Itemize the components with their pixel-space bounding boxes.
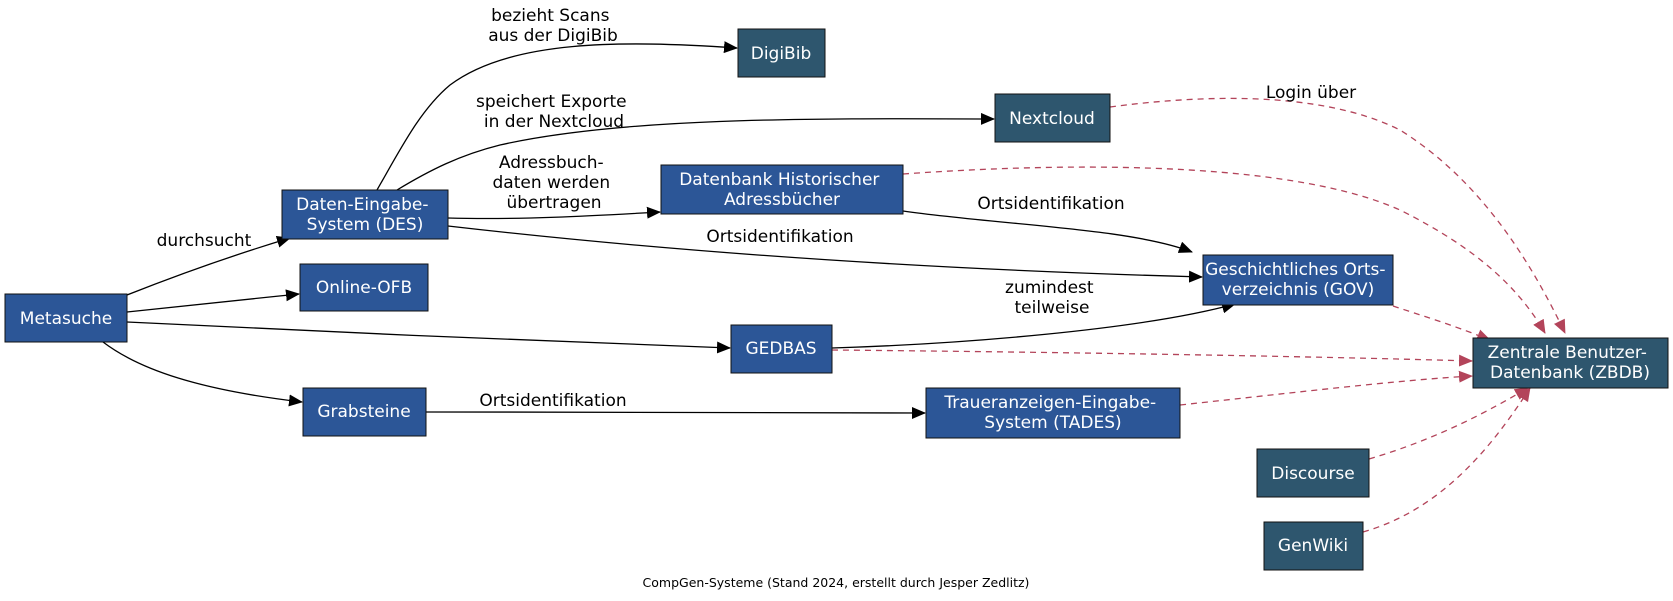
node-grabsteine-label: Grabsteine (317, 402, 410, 422)
edge-label-login: Login über (1266, 83, 1356, 103)
node-metasuche-label: Metasuche (20, 309, 112, 329)
diagram-caption: CompGen-Systeme (Stand 2024, erstellt du… (643, 575, 1030, 590)
node-gedbas[interactable]: GEDBAS (730, 324, 833, 374)
edge-label-digibib-scans: bezieht Scans aus der DigiBib (488, 6, 618, 46)
node-metasuche[interactable]: Metasuche (4, 293, 128, 343)
edge-labels: durchsucht bezieht Scans aus der DigiBib… (157, 6, 1357, 411)
node-zbdb-label: Zentrale Benutzer- Datenbank (ZBDB) (1488, 343, 1653, 383)
dashed-edges (831, 97, 1566, 533)
node-des[interactable]: Daten-Eingabe- System (DES) (281, 189, 449, 240)
node-tades-label: Traueranzeigen-Eingabe- System (TADES) (943, 393, 1161, 433)
edge-des-dha (447, 206, 661, 220)
node-onlineofb[interactable]: Online-OFB (299, 263, 429, 312)
edge-discourse-zbdb (1368, 387, 1529, 460)
edge-label-durchsucht: durchsucht (157, 231, 252, 251)
node-discourse-label: Discourse (1271, 464, 1355, 484)
node-genwiki[interactable]: GenWiki (1263, 521, 1364, 571)
edge-label-gedbas-gov: zumindest teilweise (1005, 278, 1099, 318)
solid-edges (102, 41, 1236, 419)
edge-gedbas-gov (831, 301, 1236, 349)
nodes: Metasuche Daten-Eingabe- System (DES) On… (4, 28, 1669, 571)
edge-des-nextcloud (396, 112, 995, 191)
node-dha[interactable]: Datenbank Historischer Adressbücher (660, 164, 904, 215)
node-des-label: Daten-Eingabe- System (DES) (296, 195, 434, 235)
edge-des-digibib (376, 41, 738, 191)
node-grabsteine[interactable]: Grabsteine (302, 387, 427, 437)
edge-metasuche-des (126, 236, 291, 296)
node-nextcloud[interactable]: Nextcloud (994, 93, 1111, 143)
node-dha-label: Datenbank Historischer Adressbücher (679, 170, 885, 210)
edge-gedbas-zbdb (831, 349, 1473, 367)
edge-grabsteine-tades (425, 406, 926, 419)
node-gov-label: Geschichtliches Orts- verzeichnis (GOV) (1205, 260, 1391, 300)
edge-dha-zbdb (902, 166, 1546, 334)
edge-nextcloud-zbdb (1109, 97, 1566, 334)
edge-label-adressbuch: Adressbuch- daten werden übertragen (493, 153, 616, 213)
edge-label-des-gov: Ortsidentifikation (706, 227, 853, 247)
edge-dha-gov (902, 210, 1193, 253)
node-gov[interactable]: Geschichtliches Orts- verzeichnis (GOV) (1202, 254, 1394, 306)
node-digibib[interactable]: DigiBib (737, 28, 826, 78)
node-discourse[interactable]: Discourse (1256, 448, 1370, 498)
node-zbdb[interactable]: Zentrale Benutzer- Datenbank (ZBDB) (1472, 337, 1669, 389)
edge-metasuche-onlineofb (126, 289, 300, 313)
node-gedbas-label: GEDBAS (745, 339, 816, 359)
edge-label-nextcloud-exports: speichert Exporte in der Nextcloud (476, 92, 632, 132)
node-nextcloud-label: Nextcloud (1009, 109, 1095, 129)
edge-metasuche-grabsteine (102, 341, 303, 407)
node-tades[interactable]: Traueranzeigen-Eingabe- System (TADES) (925, 387, 1181, 439)
edge-gov-zbdb (1392, 305, 1491, 341)
edge-des-gov (447, 225, 1203, 283)
edge-genwiki-zbdb (1362, 387, 1531, 533)
edge-label-grabsteine-tades: Ortsidentifikation (479, 391, 626, 411)
node-digibib-label: DigiBib (751, 44, 812, 64)
node-onlineofb-label: Online-OFB (316, 278, 412, 298)
edge-metasuche-gedbas (126, 321, 731, 354)
node-genwiki-label: GenWiki (1278, 536, 1348, 556)
edge-tades-zbdb (1179, 370, 1473, 406)
edge-label-dha-gov: Ortsidentifikation (977, 194, 1124, 214)
